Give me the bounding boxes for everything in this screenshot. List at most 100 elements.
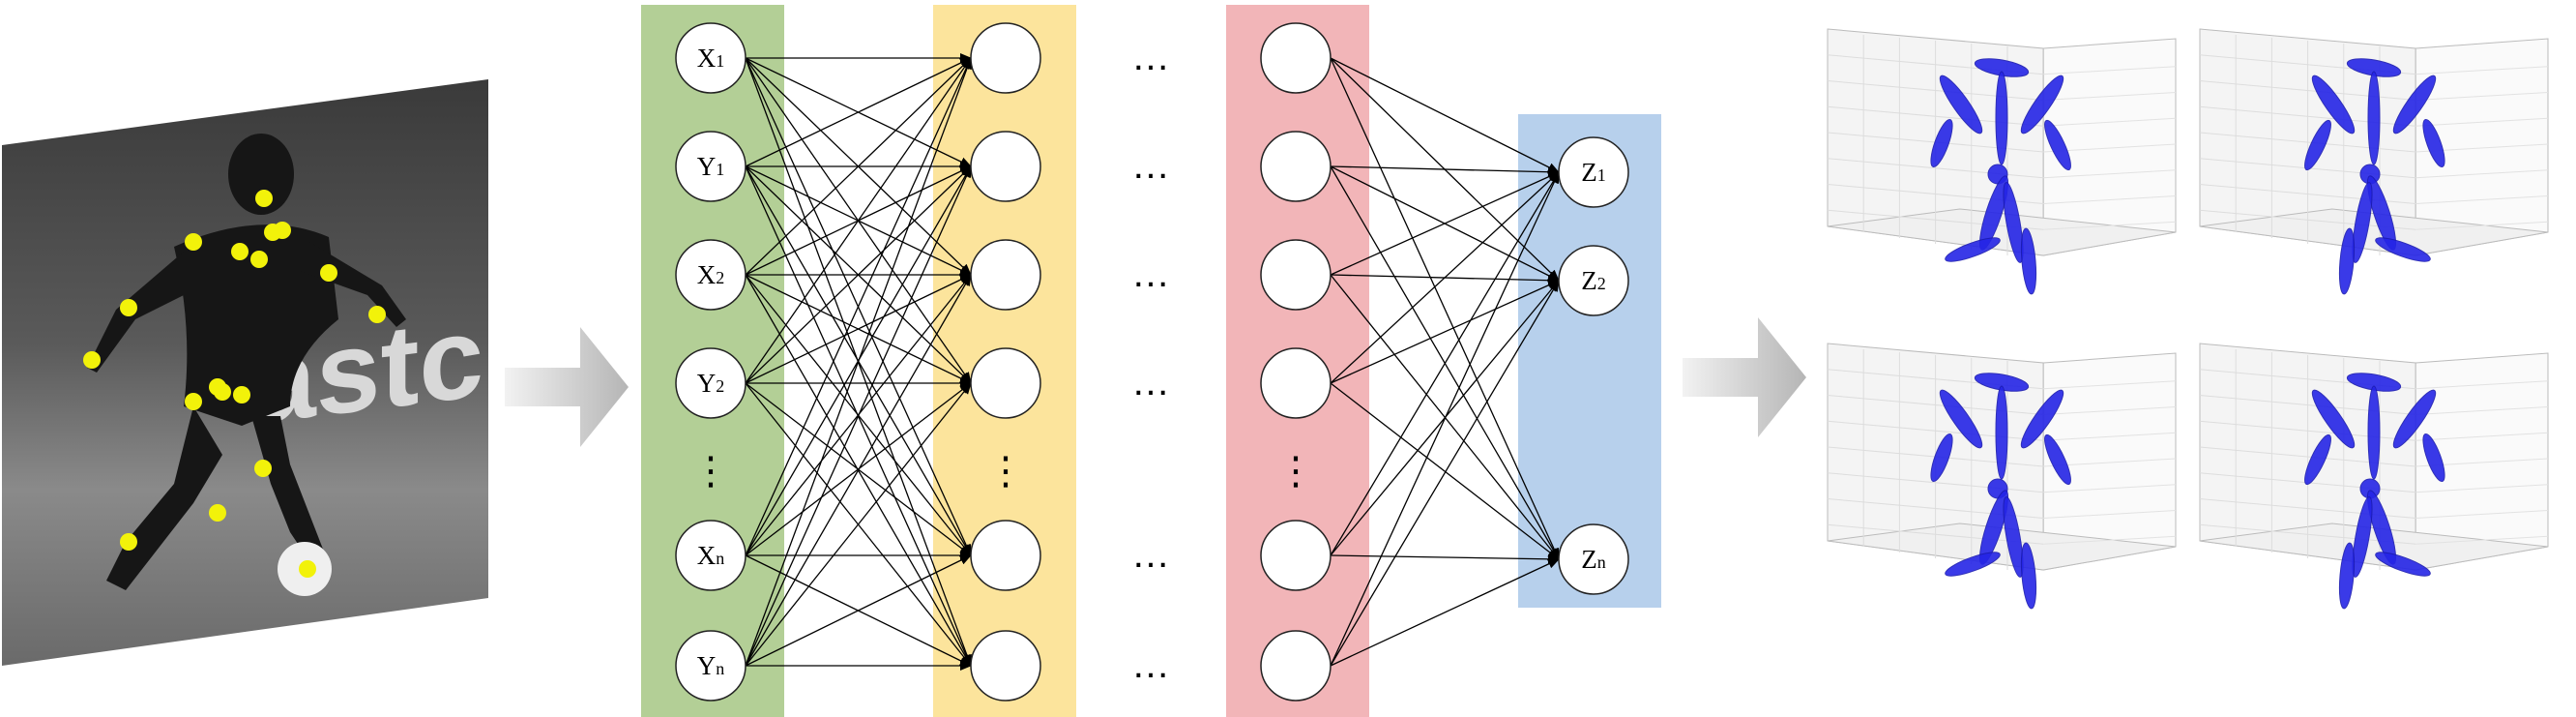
hidden-last-vertical-ellipsis: ⋮ (1276, 450, 1315, 493)
skeleton-limb (2367, 71, 2381, 165)
keypoint (185, 393, 202, 410)
connection-line (745, 57, 972, 384)
pose-panel-gridline (2043, 406, 2177, 415)
connection-line (1330, 382, 1560, 560)
hidden-node (970, 131, 1041, 202)
connection-line (1330, 553, 1560, 564)
hidden-layer-last-nodes: ⋮ (1260, 22, 1332, 702)
input-label-y1: Y1 (697, 152, 725, 181)
skeleton-limb (1995, 71, 2008, 165)
connection-line (745, 165, 972, 384)
hidden-node (1260, 131, 1332, 202)
output-node (1558, 523, 1629, 595)
keypoint (209, 504, 226, 522)
input-node (675, 131, 746, 202)
connection-line (1330, 280, 1560, 667)
connection-line (1330, 171, 1560, 667)
pose-panel-gridline (2415, 195, 2549, 204)
pose-panel-gridline (2415, 169, 2549, 179)
skeleton-limb (2422, 433, 2445, 483)
skeleton-limb (1995, 385, 2008, 480)
connection-line (745, 274, 972, 384)
input-node (675, 239, 746, 311)
pose-panel-gridline (2415, 117, 2549, 127)
skeleton-limb (1930, 433, 1953, 483)
pose-panel-gridline (2043, 66, 2177, 75)
ellipsis: … (1131, 533, 1170, 576)
keypoint (299, 560, 316, 578)
pose-panel-gridline (2415, 406, 2549, 415)
pose-panel-gridline (2415, 510, 2549, 519)
keypoint (120, 533, 137, 551)
skeleton-limb (2003, 182, 2024, 263)
keypoint (254, 460, 272, 477)
input-label-x1: X1 (697, 44, 725, 73)
input-label-yn: Yn (697, 651, 725, 680)
hidden-layer-1-nodes: ⋮ (970, 22, 1041, 702)
pose-panel-gridline (2043, 510, 2177, 519)
connection-line (1330, 165, 1560, 177)
hidden-node (970, 630, 1041, 702)
output-nodes: Z1 Z2 Zn (1558, 136, 1629, 595)
pose-panel-gridline (2415, 92, 2549, 101)
output-node (1558, 245, 1629, 316)
ellipsis: … (1131, 643, 1170, 686)
connection-line (1330, 280, 1560, 384)
flow-arrow-left (505, 327, 629, 447)
skeleton-limb (1945, 552, 2001, 577)
skeleton-limb (2020, 227, 2037, 295)
skeleton-limb (2311, 75, 2356, 134)
input-label-xn: Xn (697, 541, 725, 570)
hidden-1-vertical-ellipsis: ⋮ (986, 450, 1025, 493)
skeleton-limb (2338, 542, 2356, 610)
skeleton-limb (2422, 118, 2445, 168)
connection-line (1330, 171, 1560, 556)
keypoint (120, 299, 137, 316)
hidden-node (1260, 239, 1332, 311)
skeleton-limb (2020, 75, 2064, 134)
input-node (675, 22, 746, 94)
pose-panel (2199, 343, 2549, 610)
hidden-node (970, 520, 1041, 591)
keypoint (214, 383, 231, 401)
skeleton-limb (2352, 182, 2373, 263)
skeleton-limb (2352, 496, 2373, 578)
input-label-y2: Y2 (697, 369, 725, 398)
pose-panel (2199, 28, 2549, 295)
keypoint (185, 233, 202, 251)
input-node (675, 520, 746, 591)
connection-line (1330, 171, 1560, 384)
input-label-x2: X2 (697, 260, 725, 289)
ellipsis: … (1131, 253, 1170, 295)
connection-line (745, 165, 972, 667)
pose-panel (1827, 343, 2177, 610)
keypoint (233, 386, 250, 403)
hidden-node (1260, 520, 1332, 591)
pose-panel-gridline (2043, 484, 2177, 493)
keypoint (274, 222, 291, 239)
pose-panel-gridline (2043, 169, 2177, 179)
pose-panel-gridline (2415, 66, 2549, 75)
keypoint (368, 306, 386, 323)
skeleton-limb (1939, 75, 1983, 134)
connection-line (1330, 57, 1560, 560)
connection-line (1330, 57, 1560, 173)
skeleton-limb (2375, 552, 2431, 577)
keypoint (255, 190, 273, 207)
connection-line (745, 57, 972, 276)
input-nodes (675, 22, 746, 702)
pose-panel-gridline (2415, 221, 2549, 230)
skeleton-limb (2367, 385, 2381, 480)
skeleton-limb (1930, 118, 1953, 168)
keypoints (83, 190, 386, 578)
skeleton-limb (2311, 389, 2356, 449)
input-node (675, 347, 746, 419)
pose-panel-gridline (2043, 117, 2177, 127)
keypoint (320, 264, 337, 282)
pose-panel-gridline (2415, 535, 2549, 545)
connection-line (745, 382, 972, 667)
pose-panel-gridline (2415, 380, 2549, 390)
skeleton-limb (1939, 389, 1983, 449)
pose-panel (1827, 28, 2177, 295)
pose-panel-gridline (2043, 221, 2177, 230)
